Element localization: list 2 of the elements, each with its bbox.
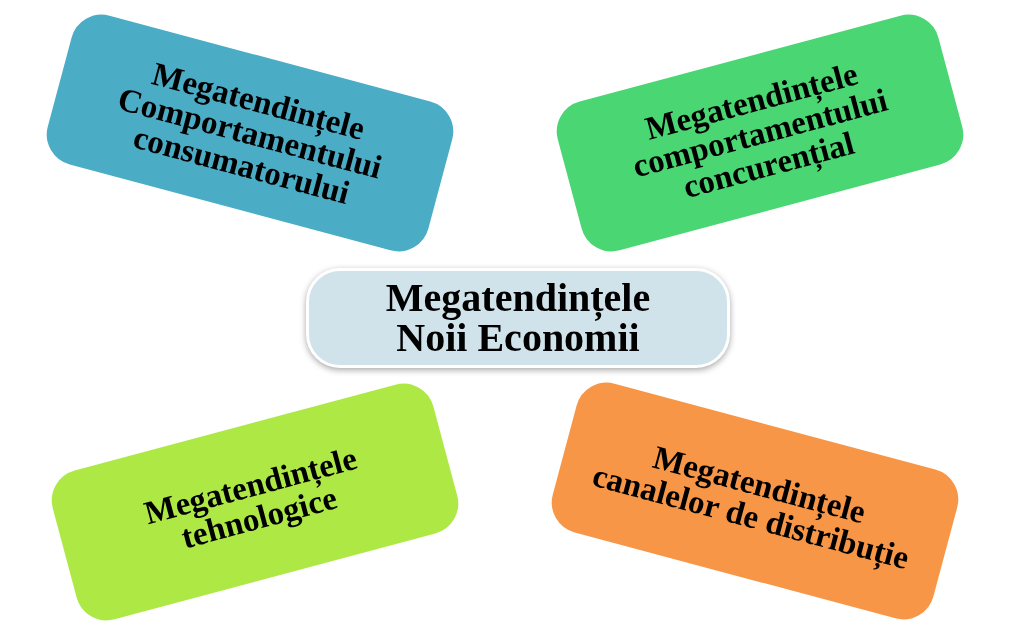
node-text: Megatendințele Noii Economii xyxy=(384,278,652,358)
center-box xyxy=(306,268,730,368)
